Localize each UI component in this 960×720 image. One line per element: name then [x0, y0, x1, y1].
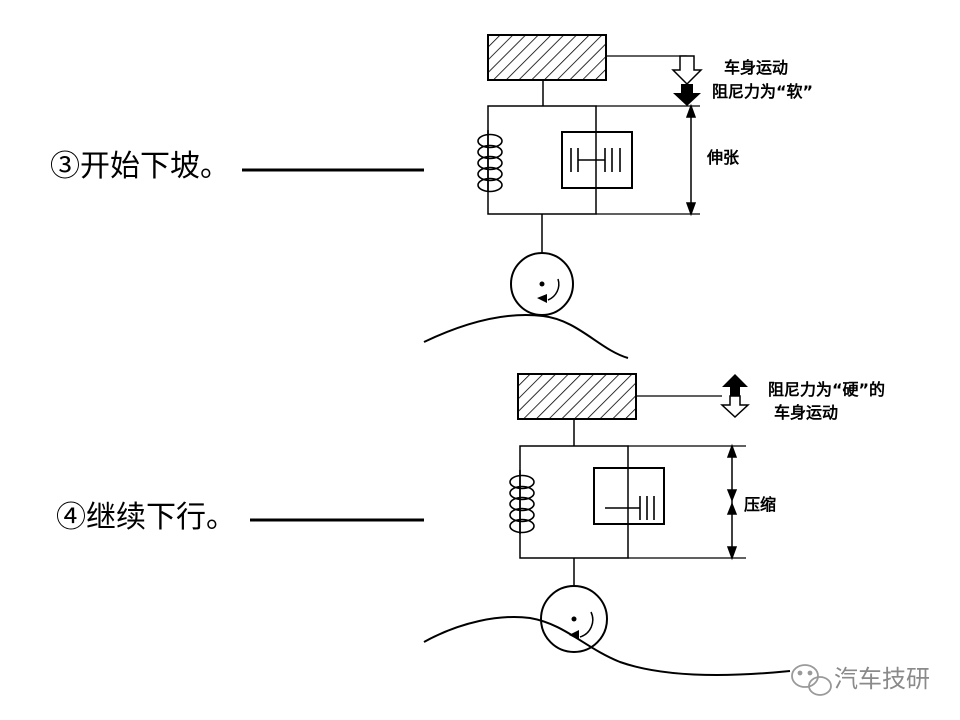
- panel-3-shock-absorber: [561, 131, 633, 189]
- panel-4-shock-absorber: [593, 467, 665, 525]
- watermark-text: 汽车技研: [834, 665, 930, 693]
- panel-4-damping-arrow: [722, 374, 748, 396]
- panel-3-wheel: [510, 252, 574, 316]
- panel-3-road-profile: [423, 314, 629, 359]
- panel-4-spring: [509, 470, 535, 534]
- step-4-label: ④继续下行。: [56, 500, 236, 535]
- panel-4-graphics: [250, 373, 791, 676]
- panel-4-road-profile: [423, 616, 791, 676]
- panel-3-spring: [477, 130, 503, 193]
- panel-3-damping-label: 阻尼力为“软”: [712, 82, 814, 101]
- panel-4-body-motion-arrow: [720, 395, 750, 419]
- wechat-icon: [791, 664, 832, 696]
- panel-3-stroke-label: 伸张: [707, 148, 740, 167]
- step-3-label: ③开始下坡。: [50, 149, 230, 184]
- panel-4-body-motion-label: 车身运动: [774, 403, 839, 422]
- panel-3-stroke-dimension: [685, 103, 697, 217]
- panel-3-body-motion-arrow: [671, 55, 703, 86]
- panel-4-suspension-frame: [519, 445, 629, 559]
- panel-3-graphics: [242, 34, 703, 359]
- panel-4-wheel: [540, 585, 608, 653]
- panel-4-stroke-dimension: [726, 443, 738, 561]
- panel-4-car-body: [517, 373, 637, 420]
- panel-3-body-motion-label: 车身运动: [724, 58, 789, 77]
- panel-3-damping-arrow: [673, 84, 701, 106]
- panel-3-car-body: [487, 34, 607, 81]
- panel-4-stroke-label: 压缩: [744, 495, 777, 514]
- panel-4-damping-label: 阻尼力为“硬”的: [768, 380, 886, 399]
